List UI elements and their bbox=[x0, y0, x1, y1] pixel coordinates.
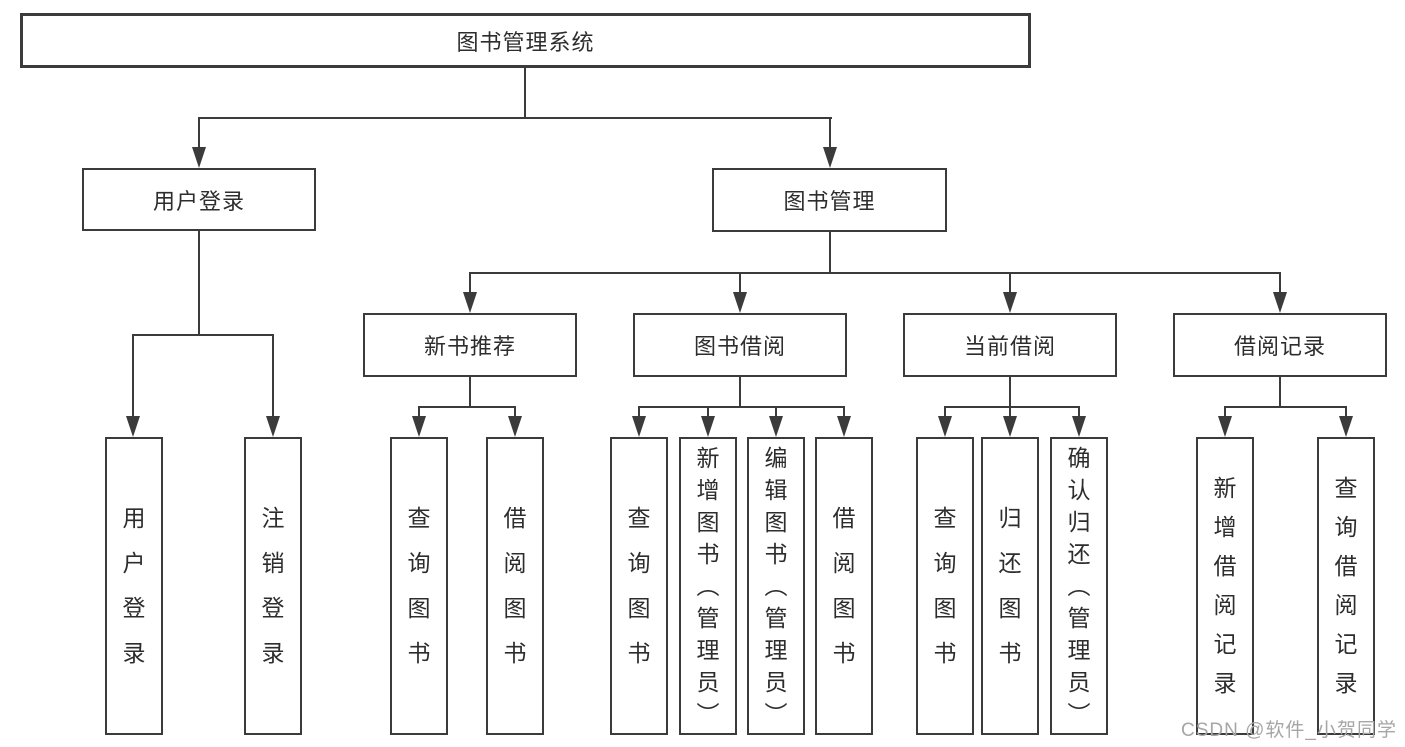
arrowhead-down-icon bbox=[837, 416, 851, 437]
leaf-logout-login: 注 销 登 录 bbox=[244, 437, 302, 735]
leaf-borrow-query-books: 查 询 图 书 bbox=[610, 437, 668, 735]
connector-line bbox=[272, 334, 274, 417]
connector-line bbox=[1224, 406, 1226, 417]
connector-borrow-stem bbox=[739, 377, 741, 407]
connector-root-stem bbox=[524, 68, 526, 118]
leaf-borrow-add-books-admin: 新 增 图 书 ︵ 管 理 员 ︶ bbox=[679, 437, 737, 735]
connector-line bbox=[514, 406, 516, 417]
leaf-user-login: 用 户 登 录 bbox=[105, 437, 163, 735]
connector-line bbox=[944, 406, 946, 417]
arrowhead-down-icon bbox=[1273, 292, 1287, 313]
arrowhead-down-icon bbox=[412, 416, 426, 437]
leaf-current-confirm-return-admin: 确 认 归 还 ︵ 管 理 员 ︶ bbox=[1050, 437, 1108, 735]
connector-line bbox=[638, 406, 640, 417]
arrowhead-down-icon bbox=[823, 147, 837, 168]
leaf-records-add-record: 新 增 借 阅 记 录 bbox=[1196, 437, 1254, 735]
connector-recommend-rail bbox=[418, 406, 516, 408]
node-book-management: 图书管理 bbox=[712, 168, 947, 232]
arrowhead-down-icon bbox=[938, 416, 952, 437]
connector-line bbox=[132, 334, 134, 417]
arrowhead-down-icon bbox=[266, 416, 280, 437]
arrowhead-down-icon bbox=[1072, 416, 1086, 437]
node-user-login: 用户登录 bbox=[82, 168, 316, 231]
connector-line bbox=[739, 272, 741, 293]
leaf-recommend-query-books: 查 询 图 书 bbox=[390, 437, 448, 735]
connector-line bbox=[707, 406, 709, 417]
node-library-management-system: 图书管理系统 bbox=[20, 13, 1031, 68]
connector-line bbox=[1279, 272, 1281, 293]
arrowhead-down-icon bbox=[769, 416, 783, 437]
node-current-borrow: 当前借阅 bbox=[903, 313, 1117, 377]
leaf-current-query-books: 查 询 图 书 bbox=[916, 437, 974, 735]
connector-records-rail bbox=[1224, 406, 1347, 408]
connector-line bbox=[829, 117, 831, 148]
connector-line bbox=[198, 117, 200, 148]
connector-line bbox=[843, 406, 845, 417]
connector-borrow-rail bbox=[638, 406, 845, 408]
connector-line bbox=[1345, 406, 1347, 417]
arrowhead-down-icon bbox=[632, 416, 646, 437]
arrowhead-down-icon bbox=[701, 416, 715, 437]
connector-line bbox=[469, 272, 471, 293]
connector-line bbox=[1009, 272, 1011, 293]
leaf-recommend-borrow-books: 借 阅 图 书 bbox=[486, 437, 544, 735]
arrowhead-down-icon bbox=[1339, 416, 1353, 437]
leaf-current-return-books: 归 还 图 书 bbox=[981, 437, 1039, 735]
connector-book-mgmt-stem bbox=[829, 232, 831, 274]
connector-level3-rail bbox=[469, 272, 1281, 274]
connector-line bbox=[1009, 406, 1011, 417]
connector-line bbox=[1078, 406, 1080, 417]
connector-user-login-stem bbox=[198, 231, 200, 335]
arrowhead-down-icon bbox=[463, 292, 477, 313]
node-book-borrow: 图书借阅 bbox=[633, 313, 847, 377]
connector-level2-rail bbox=[198, 117, 832, 119]
arrowhead-down-icon bbox=[508, 416, 522, 437]
leaf-borrow-edit-books-admin: 编 辑 图 书 ︵ 管 理 员 ︶ bbox=[747, 437, 805, 735]
connector-line bbox=[418, 406, 420, 417]
connector-line bbox=[775, 406, 777, 417]
csdn-watermark: CSDN @软件_小贺同学 bbox=[1181, 720, 1397, 741]
arrowhead-down-icon bbox=[1003, 416, 1017, 437]
node-new-book-recommend: 新书推荐 bbox=[363, 313, 577, 377]
arrowhead-down-icon bbox=[192, 147, 206, 168]
connector-records-stem bbox=[1279, 377, 1281, 407]
connector-user-login-rail bbox=[132, 334, 274, 336]
arrowhead-down-icon bbox=[1003, 292, 1017, 313]
arrowhead-down-icon bbox=[1218, 416, 1232, 437]
arrowhead-down-icon bbox=[126, 416, 140, 437]
leaf-records-query-record: 查 询 借 阅 记 录 bbox=[1317, 437, 1375, 735]
connector-current-stem bbox=[1009, 377, 1011, 407]
arrowhead-down-icon bbox=[733, 292, 747, 313]
connector-current-rail bbox=[944, 406, 1080, 408]
node-borrow-records: 借阅记录 bbox=[1173, 313, 1387, 377]
connector-recommend-stem bbox=[469, 377, 471, 407]
leaf-borrow-borrow-books: 借 阅 图 书 bbox=[815, 437, 873, 735]
